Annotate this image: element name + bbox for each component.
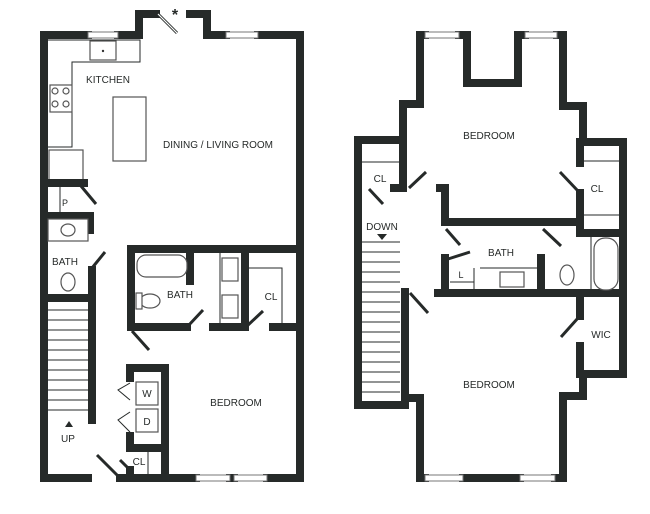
half-bath-door[interactable]: [90, 251, 107, 269]
bathtub: [593, 237, 619, 291]
front-bedroom-label: BEDROOM: [463, 131, 515, 142]
dining-living-label: DINING / LIVING ROOM: [163, 140, 273, 151]
kitchen-island: [112, 96, 147, 162]
washer: [135, 381, 159, 406]
bedroom-label: BEDROOM: [210, 398, 262, 409]
bath-door[interactable]: [444, 228, 462, 246]
half-bath-label: BATH: [52, 257, 78, 268]
wic-door[interactable]: [559, 316, 580, 339]
laundry-walls: [126, 364, 169, 482]
toilet: [559, 264, 575, 286]
left-closet-door[interactable]: [367, 187, 385, 206]
laundry-closet-door[interactable]: [118, 458, 130, 470]
window: [225, 31, 259, 39]
entry-marker: *: [172, 7, 179, 24]
closet-shelf: [247, 267, 283, 323]
second-floor-plan: BEDROOM CL CL BATH L WIC: [354, 31, 627, 482]
refrigerator: [48, 149, 84, 183]
laundry-doors[interactable]: [117, 382, 131, 433]
window: [424, 31, 460, 39]
stairs-down-label: DOWN: [366, 222, 398, 233]
closet-label: CL: [265, 292, 278, 303]
toilet: [139, 293, 161, 309]
window: [195, 474, 231, 482]
bathtub: [136, 254, 188, 278]
bedroom-door[interactable]: [130, 329, 151, 352]
closet-door[interactable]: [245, 309, 265, 328]
bath-label: BATH: [167, 290, 193, 301]
window: [524, 31, 558, 39]
laundry-closet-label: CL: [133, 457, 146, 468]
window: [87, 31, 119, 39]
front-bedroom-door[interactable]: [407, 170, 428, 190]
right-closet-door[interactable]: [558, 170, 580, 193]
dryer: [135, 408, 159, 433]
linen-door[interactable]: [447, 250, 471, 261]
bath-walls: [434, 184, 627, 297]
bath-walls: [127, 245, 304, 331]
stairs: [362, 241, 400, 393]
linen-shelf: [450, 267, 540, 290]
vanity-sink: [499, 271, 525, 288]
rear-bedroom-door[interactable]: [408, 291, 430, 315]
bath-inner-door[interactable]: [541, 227, 563, 248]
dryer-label: D: [143, 417, 150, 428]
vanity-sink: [221, 257, 239, 282]
kitchen-label: KITCHEN: [86, 75, 130, 86]
toilet: [60, 272, 76, 292]
interior-walls: [40, 179, 96, 424]
left-closet-label: CL: [374, 174, 387, 185]
bath-label: BATH: [488, 248, 514, 259]
first-floor-plan: * KITCHEN DINING / LIVING ROOM P BATH: [40, 7, 304, 482]
down-arrow-icon: [377, 234, 387, 240]
bath-door[interactable]: [186, 308, 205, 328]
stairs-up-label: UP: [61, 434, 75, 445]
up-arrow-icon: [65, 421, 73, 427]
pantry-door[interactable]: [79, 185, 98, 205]
vanity-sink: [221, 294, 239, 319]
window: [424, 474, 464, 482]
wic-label: WIC: [591, 330, 610, 341]
rear-door[interactable]: [95, 453, 120, 478]
rear-bedroom-label: BEDROOM: [463, 380, 515, 391]
window: [519, 474, 556, 482]
stairs: [48, 309, 90, 411]
kitchen-counter: [48, 39, 141, 148]
closet-wall: [390, 136, 407, 192]
washer-label: W: [142, 389, 152, 400]
window: [233, 474, 268, 482]
right-closet-label: CL: [591, 184, 604, 195]
outer-walls: [40, 10, 304, 482]
pantry-label: P: [62, 198, 68, 208]
linen-label: L: [458, 270, 463, 280]
